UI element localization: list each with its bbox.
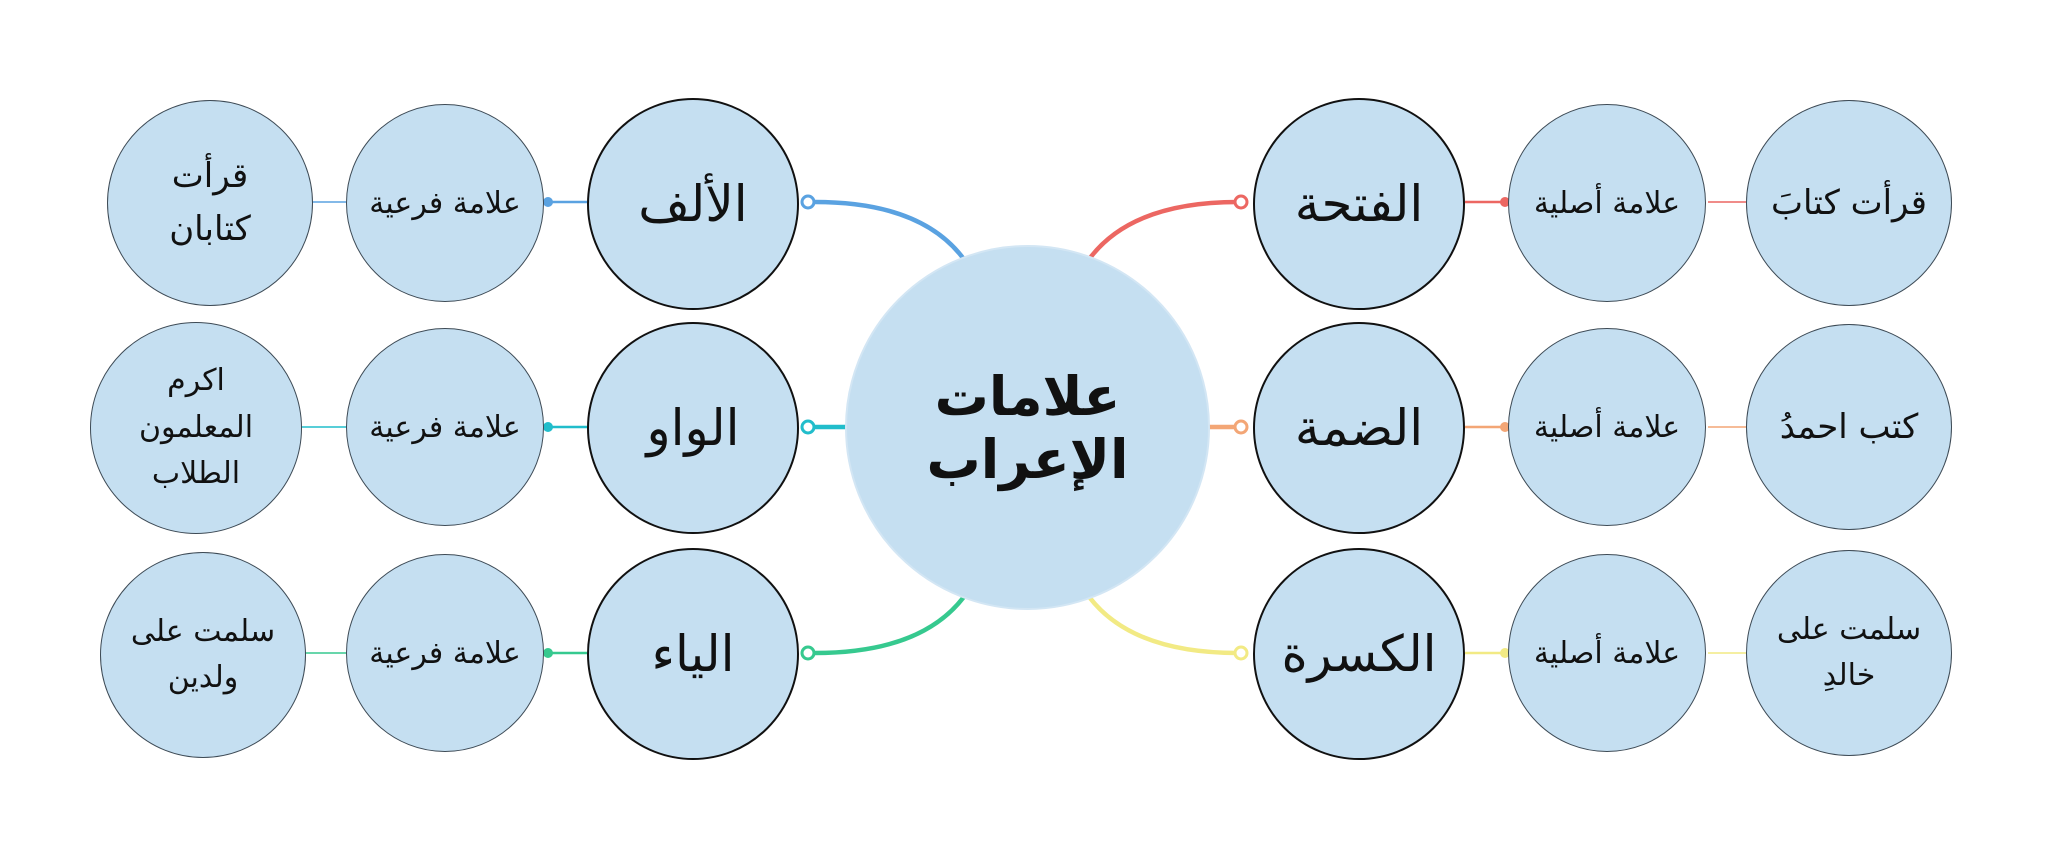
main-topic-alif[interactable]: الألف	[587, 98, 799, 310]
connector-ring-icon	[1233, 645, 1249, 661]
example-fatha[interactable]: قرأت كتابَ	[1746, 100, 1952, 306]
main-topic-label: الألف	[638, 175, 748, 233]
example-label: سلمت على ولدين	[130, 613, 276, 696]
connector-ring-icon	[800, 645, 816, 661]
example-yaa[interactable]: سلمت على ولدين	[100, 552, 306, 758]
connector-ring-icon	[800, 194, 816, 210]
example-label: اكرم المعلمون الطلاب	[138, 363, 254, 492]
connector-dot-icon	[543, 197, 553, 207]
main-topic-kasra[interactable]: الكسرة	[1253, 548, 1465, 760]
main-topic-waw[interactable]: الواو	[587, 322, 799, 534]
branch-connector	[1087, 199, 1241, 261]
connector-dot-icon	[543, 648, 553, 658]
main-topic-damma[interactable]: الضمة	[1253, 322, 1465, 534]
example-label: سلمت على خالدِ	[1776, 611, 1922, 694]
sub-topic-label: علامة فرعية	[369, 635, 521, 671]
example-alif[interactable]: قرأت كتابان	[107, 100, 313, 306]
main-topic-label: الفتحة	[1294, 175, 1424, 233]
branch-connector	[812, 595, 966, 656]
sub-topic-label: علامة أصلية	[1533, 409, 1681, 445]
sub-topic-label: علامة فرعية	[369, 185, 521, 221]
sub-topic-yaa[interactable]: علامة فرعية	[346, 554, 544, 752]
connector-dot-icon	[1500, 648, 1510, 658]
sub-topic-label: علامة أصلية	[1533, 635, 1681, 671]
main-topic-label: الضمة	[1294, 399, 1424, 457]
example-damma[interactable]: كتب احمدُ	[1746, 324, 1952, 530]
main-topic-fatha[interactable]: الفتحة	[1253, 98, 1465, 310]
sub-topic-label: علامة فرعية	[369, 409, 521, 445]
example-kasra[interactable]: سلمت على خالدِ	[1746, 550, 1952, 756]
main-topic-label: الكسرة	[1281, 625, 1437, 683]
example-label: قرأت كتابان	[169, 156, 251, 249]
sub-topic-label: علامة أصلية	[1533, 185, 1681, 221]
connector-ring-icon	[1233, 419, 1249, 435]
main-topic-label: الواو	[646, 399, 740, 457]
sub-topic-waw[interactable]: علامة فرعية	[346, 328, 544, 526]
example-label: كتب احمدُ	[1779, 406, 1919, 447]
branch-connector	[812, 199, 966, 261]
branch-connector	[1087, 595, 1241, 656]
connector-dot-icon	[1500, 422, 1510, 432]
example-waw[interactable]: اكرم المعلمون الطلاب	[90, 322, 302, 534]
sub-topic-fatha[interactable]: علامة أصلية	[1508, 104, 1706, 302]
main-topic-label: الياء	[651, 625, 735, 683]
example-label: قرأت كتابَ	[1770, 182, 1928, 223]
connector-ring-icon	[1233, 194, 1249, 210]
connector-dot-icon	[1500, 197, 1510, 207]
central-topic-label: علامات الإعراب	[926, 364, 1129, 491]
central-topic[interactable]: علامات الإعراب	[845, 245, 1210, 610]
sub-topic-kasra[interactable]: علامة أصلية	[1508, 554, 1706, 752]
sub-topic-alif[interactable]: علامة فرعية	[346, 104, 544, 302]
connector-dot-icon	[543, 422, 553, 432]
connector-ring-icon	[800, 419, 816, 435]
main-topic-yaa[interactable]: الياء	[587, 548, 799, 760]
sub-topic-damma[interactable]: علامة أصلية	[1508, 328, 1706, 526]
